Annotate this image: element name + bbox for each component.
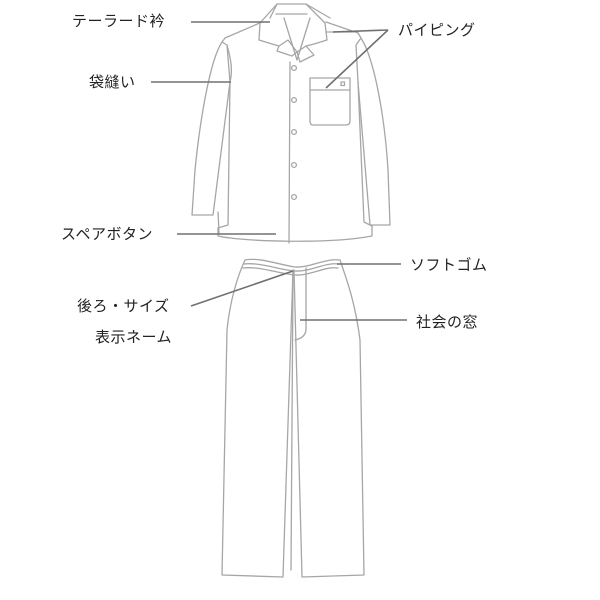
label-back-size-line1: 後ろ・サイズ	[77, 297, 170, 315]
leader-back-size-label	[190, 270, 294, 307]
leader-piping-b	[325, 29, 389, 89]
label-tailored-collar: テーラード衿	[72, 12, 166, 30]
pants	[221, 258, 365, 578]
label-soft-elastic: ソフトゴム	[410, 256, 488, 274]
label-piping: パイピング	[398, 21, 476, 39]
label-fly-window: 社会の窓	[416, 313, 479, 331]
label-spare-button: スペアボタン	[61, 225, 153, 243]
label-bag-seam: 袋縫い	[89, 73, 136, 91]
label-back-size-line2: 表示ネーム	[95, 328, 173, 346]
shirt	[191, 3, 391, 244]
leader-piping-a	[332, 29, 389, 33]
